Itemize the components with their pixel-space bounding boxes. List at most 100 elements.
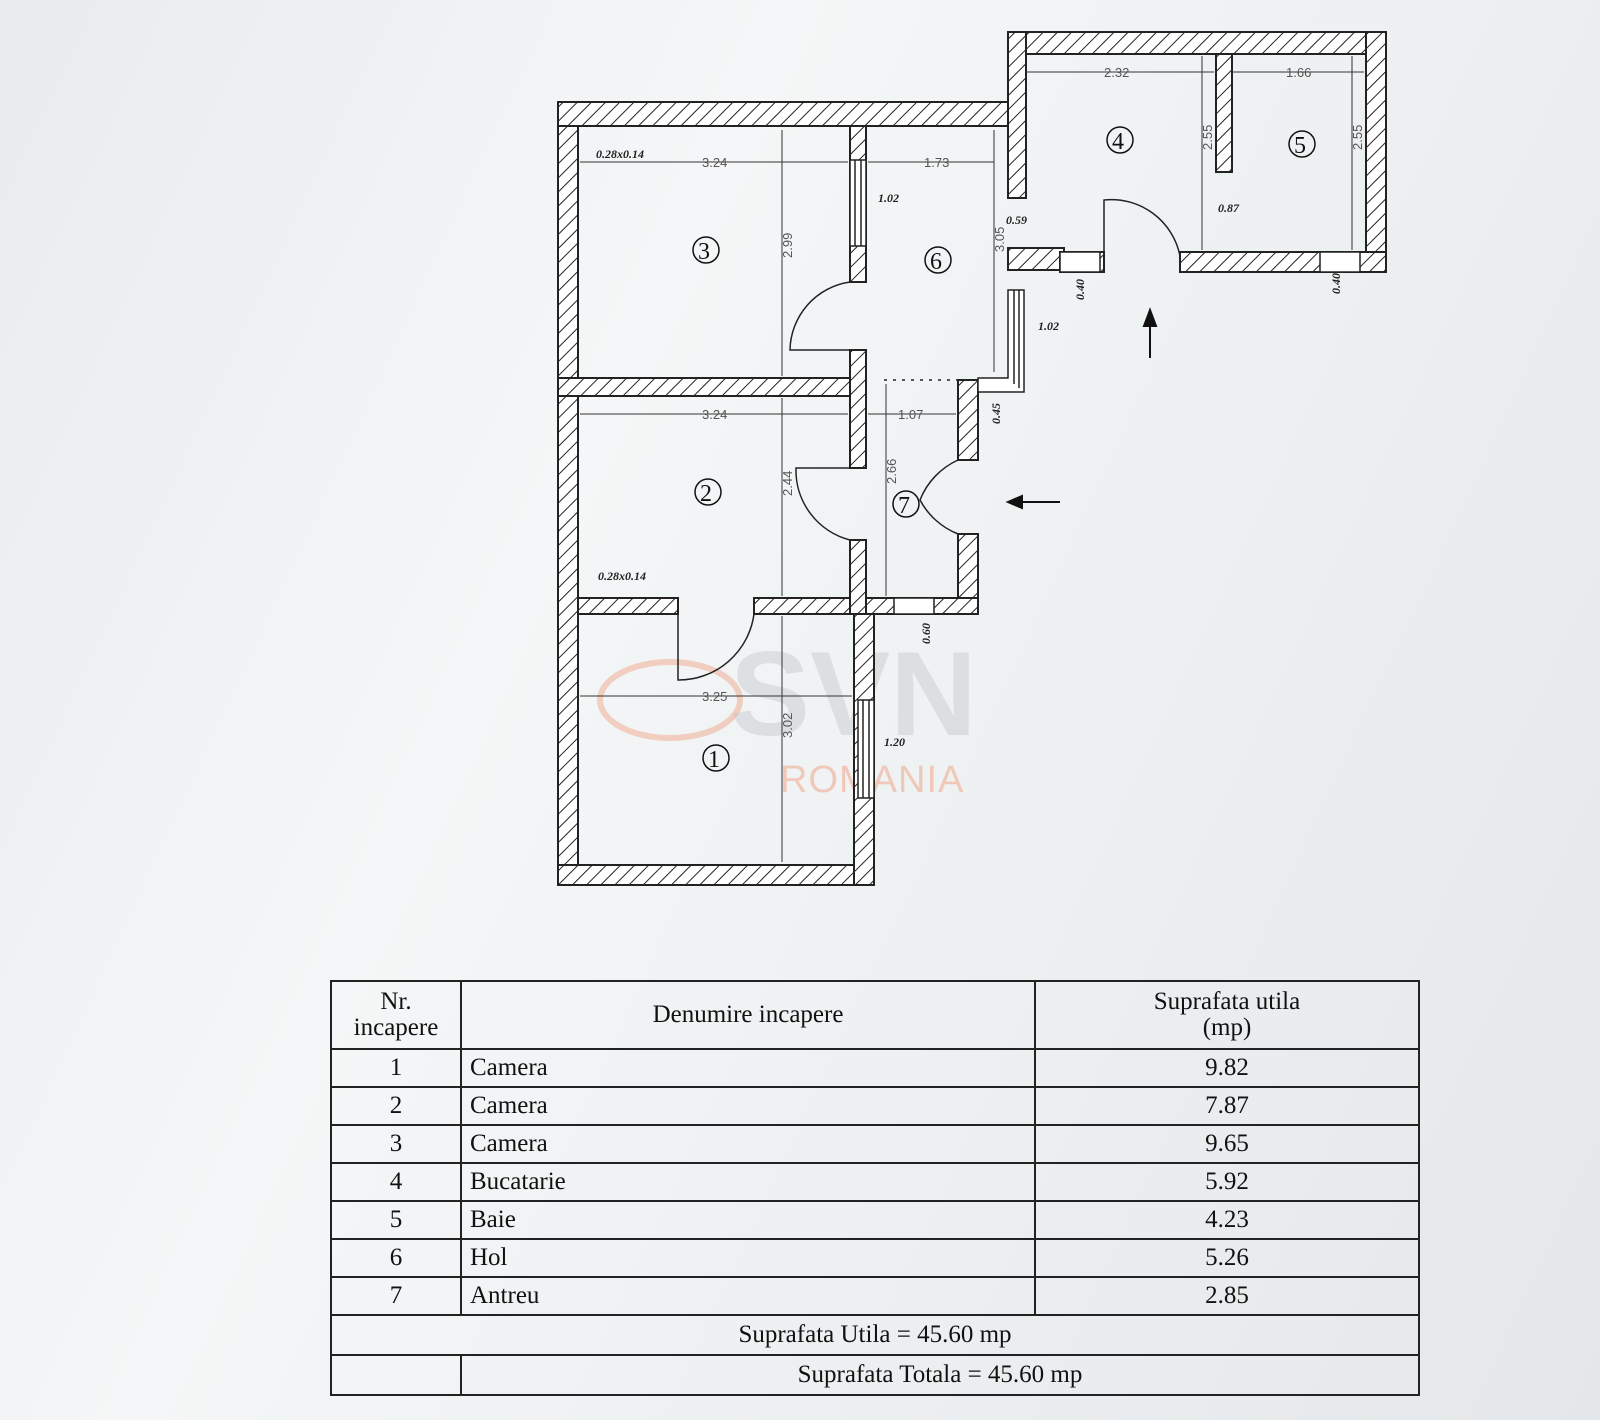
dim-r6-width: 1.73 [924,155,949,170]
room-number-7: 7 [898,493,910,519]
room-number-5: 5 [1294,133,1306,159]
window-room-1 [857,699,875,799]
wall-4-5 [1215,53,1233,173]
table-row: 6 Hol 5.26 [330,1238,1420,1278]
wall-east-5 [1365,31,1387,273]
doors [677,198,1181,681]
wall-west [557,101,579,886]
row-nr: 5 [330,1200,462,1240]
dim-r6-step: 0.59 [1006,213,1027,227]
dim-r5-sill: 0.40 [1329,273,1343,294]
row-nr: 2 [330,1086,462,1126]
room-number-4: 4 [1112,129,1124,155]
dim-r6-height: 3.05 [992,227,1007,252]
wall-mid-bottom [849,539,867,615]
room-number-2: 2 [700,481,712,507]
table-row: 4 Bucatarie 5.92 [330,1162,1420,1202]
row-name: Camera [460,1086,1036,1126]
useful-total: Suprafata Utila = 45.60 mp [330,1314,1420,1356]
window-room-5 [1319,251,1361,273]
dim-r4-width: 2.32 [1104,65,1129,80]
row-name: Baie [460,1200,1036,1240]
row-nr: 6 [330,1238,462,1278]
dim-r7-wall: 0.45 [989,403,1003,424]
header-nr: Nr. incapere [330,980,462,1050]
row-name: Camera [460,1124,1036,1164]
dim-r7-sill: 0.60 [919,623,933,644]
door-room-1 [677,613,755,681]
table-row: 2 Camera 7.87 [330,1086,1420,1126]
dim-r2-width: 3.24 [702,407,727,422]
walls [557,31,1387,886]
room-number-6: 6 [930,249,942,275]
row-nr: 1 [330,1048,462,1088]
wall-south [557,864,875,886]
wall-3-2 [557,377,859,397]
floor-plan: SVN ROMANIA [557,31,1387,886]
dim-r2-height: 2.44 [780,471,795,496]
dim-r1-height: 3.02 [780,713,795,738]
entrance-arrows [1005,307,1158,510]
dim-r6-wall: 0.40 [1073,279,1087,300]
watermark-logo-ring [597,659,743,741]
dim-r7-width: 1.07 [898,407,923,422]
dim-r1-width: 3.25 [702,689,727,704]
row-name: Camera [460,1048,1036,1088]
row-nr: 7 [330,1276,462,1316]
useful-total-row: Suprafata Utila = 45.60 mp [330,1314,1420,1356]
wall-north [557,101,1009,127]
total-empty-cell [330,1354,462,1396]
row-area: 5.26 [1034,1238,1420,1278]
dim-r4-height: 2.55 [1200,125,1215,150]
dim-r2-niche: 0.28x0.14 [598,569,646,583]
room-markers: 3 6 2 7 1 4 5 [692,126,1316,773]
row-area: 9.82 [1034,1048,1420,1088]
wall-east-7a [957,379,979,461]
door-room-2 [795,467,851,541]
wall-north-45 [1007,31,1387,55]
wall-west-4 [1007,31,1027,199]
dim-r5-wall: 0.87 [1218,201,1240,215]
table-row: 3 Camera 9.65 [330,1124,1420,1164]
dim-r3-height: 2.99 [780,233,795,258]
row-name: Bucatarie [460,1162,1036,1202]
room-area-table: Nr. incapere Denumire incapere Suprafata… [330,980,1420,1396]
total-area: Suprafata Totala = 45.60 mp [460,1354,1420,1396]
table-row: 5 Baie 4.23 [330,1200,1420,1240]
room-number-3: 3 [698,239,710,265]
dim-r3-niche: 0.28x0.14 [596,147,644,161]
header-name: Denumire incapere [460,980,1036,1050]
row-name: Hol [460,1238,1036,1278]
dimension-lines [580,56,1364,862]
table-row: 1 Camera 9.82 [330,1048,1420,1088]
dim-r1-window: 1.20 [884,735,905,749]
window-room-4 [1059,251,1101,273]
header-area-line2: (mp) [1202,1014,1252,1041]
row-nr: 4 [330,1162,462,1202]
window-room-6 [977,289,1025,393]
header-nr-line2: incapere [353,1014,439,1041]
window-room-3 [849,159,867,247]
door-room-4 [1103,198,1181,257]
dim-r3-width: 3.24 [702,155,727,170]
row-area: 7.87 [1034,1086,1420,1126]
header-area-line1: Suprafata utila [1153,988,1301,1015]
dimension-labels: 3.24 2.99 0.28x0.14 1.73 3.05 1.02 0.59 … [596,65,1365,749]
window-room-7 [893,597,935,615]
total-row: Suprafata Totala = 45.60 mp [330,1354,1420,1396]
door-entrance [919,459,959,535]
header-nr-line1: Nr. [380,988,412,1015]
header-area: Suprafata utila (mp) [1034,980,1420,1050]
table-row: 7 Antreu 2.85 [330,1276,1420,1316]
wall-mid-lower [849,349,867,469]
row-area: 9.65 [1034,1124,1420,1164]
table-header-row: Nr. incapere Denumire incapere Suprafata… [330,980,1420,1050]
dim-r7-height: 2.66 [884,459,899,484]
row-area: 4.23 [1034,1200,1420,1240]
dim-r6-window: 1.02 [1038,319,1059,333]
row-area: 5.92 [1034,1162,1420,1202]
wall-2-1a [577,597,679,615]
wall-step-6 [1007,247,1065,271]
dim-r5-width: 1.66 [1286,65,1311,80]
windows [849,159,1361,799]
